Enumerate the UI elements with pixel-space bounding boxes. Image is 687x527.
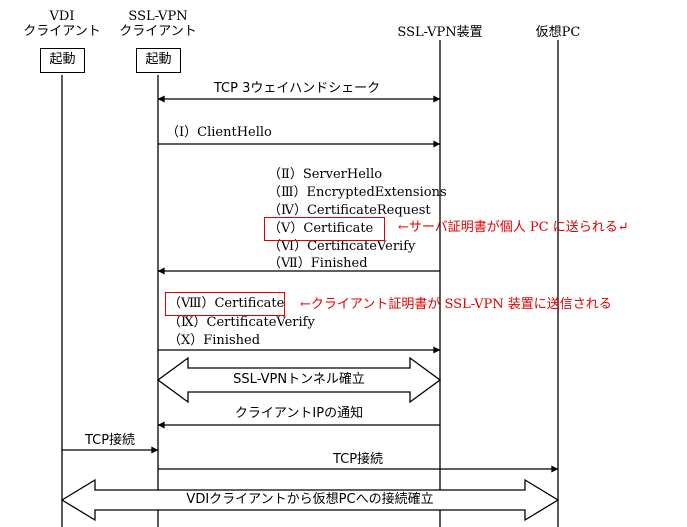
label-certificate-verify-server: （Ⅵ）CertificateVerify xyxy=(268,239,416,254)
participant-ssl-vpn-client-line1: SSL-VPN xyxy=(128,9,188,24)
participant-vdi-client-title: VDI クライアント xyxy=(23,9,100,39)
participant-vdi-client-line1: VDI xyxy=(49,9,75,24)
label-ssl-vpn-tunnel: SSL-VPNトンネル確立 xyxy=(233,372,365,387)
label-certificate-verify-client: （Ⅸ）CertificateVerify xyxy=(168,315,315,330)
participant-vdi-client-line2: クライアント xyxy=(23,24,101,39)
participant-virtual-pc-line1: 仮想PC xyxy=(535,25,581,40)
label-client-certificate: （Ⅷ）Certificate xyxy=(168,296,285,311)
highlight-client-certificate xyxy=(165,292,285,316)
label-client-hello: （Ⅰ）ClientHello xyxy=(166,125,272,140)
label-tcp-connect-1: TCP接続 xyxy=(84,433,136,448)
label-client-ip-notice: クライアントIPの通知 xyxy=(234,406,364,421)
label-finished-server: （Ⅶ）Finished xyxy=(268,256,368,271)
arrow-ssl-vpn-tunnel xyxy=(156,356,442,404)
annotation-client-cert: ←クライアント証明書が SSL-VPN 装置に送信される xyxy=(300,297,612,312)
annotation-server-cert: ←サーバ証明書が個人 PC に送られる↵ xyxy=(398,220,629,235)
label-tcp-connect-2: TCP接続 xyxy=(332,452,384,467)
participant-ssl-vpn-device-line1: SSL-VPN装置 xyxy=(397,25,483,40)
label-encrypted-extensions: （Ⅲ）EncryptedExtensions xyxy=(268,185,447,200)
vdi-client-start-box: 起動 xyxy=(40,48,85,73)
participant-ssl-vpn-client-title: SSL-VPN クライアント xyxy=(119,9,196,39)
highlight-server-certificate xyxy=(264,217,385,241)
participant-virtual-pc-title: 仮想PC xyxy=(536,25,581,40)
ssl-vpn-client-start-box: 起動 xyxy=(136,48,181,73)
label-finished-client: （Ⅹ）Finished xyxy=(168,333,261,348)
arrow-vdi-connection xyxy=(60,478,560,522)
label-certificate-request: （Ⅳ）CertificateRequest xyxy=(268,203,431,218)
label-vdi-connection: VDIクライアントから仮想PCへの接続確立 xyxy=(186,492,434,507)
participant-ssl-vpn-client-line2: クライアント xyxy=(119,24,197,39)
participant-ssl-vpn-device-title: SSL-VPN装置 xyxy=(397,25,482,40)
label-server-certificate: （Ⅴ）Certificate xyxy=(268,221,374,236)
label-server-hello: （Ⅱ）ServerHello xyxy=(268,167,383,182)
label-tcp-handshake: TCP 3ウェイハンドシェーク xyxy=(213,81,381,96)
